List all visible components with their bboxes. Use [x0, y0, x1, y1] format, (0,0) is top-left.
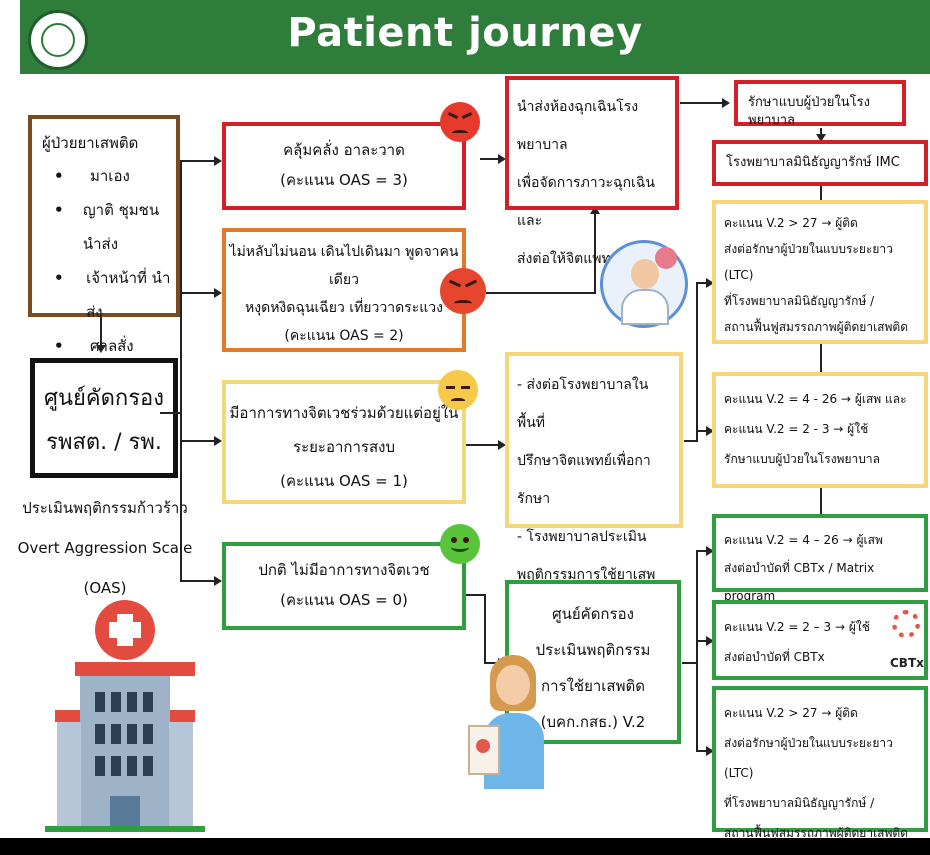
- arrow-right-icon: [706, 636, 714, 646]
- connector-line: [180, 440, 220, 442]
- arrow-right-icon: [214, 156, 222, 166]
- ltc-referral-box-2: คะแนน V.2 > 27 → ผู้ติด ส่งต่อรักษาผู้ป่…: [712, 686, 928, 840]
- connector-line: [180, 160, 220, 162]
- oas-level-2-box: ไม่หลับไม่นอน เดินไปเดินมา พูดจาคนเดียว …: [222, 228, 466, 352]
- hospital-illustration: [45, 600, 215, 832]
- arrow-right-icon: [214, 288, 222, 298]
- oas-assessment-label: ประเมินพฤติกรรมก้าวร้าว Overt Aggression…: [17, 499, 193, 597]
- connector-line: [180, 580, 220, 582]
- cbtx-logo: CBTx: [886, 608, 926, 674]
- arrow-right-icon: [722, 98, 730, 108]
- connector-line: [696, 750, 710, 752]
- connector-line: [100, 317, 102, 347]
- connector-line: [480, 158, 502, 160]
- connector-line: [180, 292, 220, 294]
- arrow-down-icon: [816, 134, 826, 142]
- list-item: •ญาติ ชุมชน นำส่ง: [54, 201, 160, 254]
- connector-line: [160, 412, 182, 414]
- connector-line: [820, 128, 822, 138]
- angry-face-icon: [440, 102, 480, 142]
- connector-line: [466, 444, 502, 446]
- doctor-illustration: [600, 240, 688, 328]
- connector-line: [680, 102, 726, 104]
- patients-box: ผู้ป่วยยาเสพติด •มาเอง •ญาติ ชุมชน นำส่ง…: [28, 115, 180, 355]
- arrow-down-icon: [96, 345, 106, 353]
- screening-center-line2: รพสต. / รพ.: [46, 430, 162, 455]
- arrow-right-icon: [706, 746, 714, 756]
- connector-line: [684, 440, 698, 442]
- connector-line: [696, 550, 698, 750]
- connector-line: [820, 488, 822, 514]
- local-hospital-referral-box: - ส่งต่อโรงพยาบาลในพื้นที่ ปรึกษาจิตแพทย…: [505, 352, 683, 621]
- arrow-right-icon: [706, 278, 714, 288]
- connector-line: [466, 594, 484, 596]
- ministry-logo: [28, 10, 88, 70]
- connector-line: [486, 292, 596, 294]
- arrow-right-icon: [214, 576, 222, 586]
- list-item: •เจ้าหน้าที่ นำส่ง: [54, 269, 171, 322]
- oas-level-0-box: ปกติ ไม่มีอาการทางจิตเวช (คะแนน OAS = 0): [222, 542, 466, 630]
- header-bar: [20, 0, 930, 74]
- arrow-right-icon: [706, 426, 714, 436]
- emergency-referral-box: นำส่งห้องฉุกเฉินโรงพยาบาล เพื่อจัดการภาว…: [505, 76, 679, 267]
- connector-line: [484, 662, 502, 664]
- arrow-right-icon: [214, 436, 222, 446]
- logo-emblem-icon: [41, 23, 75, 57]
- angry-face-icon: [440, 268, 486, 314]
- connector-line: [594, 212, 596, 294]
- patient-sources-list: •มาเอง •ญาติ ชุมชน นำส่ง •เจ้าหน้าที่ นำ…: [42, 159, 176, 363]
- connector-line: [696, 430, 710, 432]
- connector-line: [696, 640, 710, 642]
- cbtx-box: คะแนน V.2 = 2 – 3 → ผู้ใช้ ส่งต่อบำบัดที…: [712, 600, 928, 680]
- staff-illustration: [462, 655, 552, 790]
- connector-line: [484, 594, 486, 664]
- ltc-referral-box: คะแนน V.2 > 27 → ผู้ติด ส่งต่อรักษาผู้ป่…: [712, 200, 928, 344]
- patients-title: ผู้ป่วยยาเสพติด: [42, 134, 139, 152]
- connector-line: [180, 160, 182, 580]
- inpatient-treatment-box: รักษาแบบผู้ป่วยในโรงพยาบาล: [734, 80, 906, 128]
- oas-level-1-box: มีอาการทางจิตเวชร่วมด้วยแต่อยู่ใน ระยะอา…: [222, 380, 466, 504]
- screening-center-line1: ศูนย์คัดกรอง: [44, 386, 164, 411]
- connector-line: [820, 344, 822, 372]
- connector-line: [696, 282, 698, 442]
- happy-face-icon: [440, 524, 480, 564]
- arrow-up-icon: [590, 206, 600, 214]
- connector-line: [696, 550, 710, 552]
- oas-level-3-box: คลุ้มคลั่ง อาละวาด (คะแนน OAS = 3): [222, 122, 466, 210]
- cbtx-matrix-box: คะแนน V.2 = 4 – 26 → ผู้เสพ ส่งต่อบำบัดท…: [712, 514, 928, 603]
- arrow-right-icon: [706, 546, 714, 556]
- arrow-right-icon: [498, 154, 506, 164]
- sad-face-icon: [438, 370, 478, 410]
- bottom-bar: [0, 838, 930, 855]
- imc-hospital-box: โรงพยาบาลมินิธัญญารักษ์ IMC: [712, 140, 928, 186]
- user-abuser-inpatient-box: คะแนน V.2 = 4 - 26 → ผู้เสพ และ คะแนน V.…: [712, 372, 928, 488]
- arrow-right-icon: [498, 440, 506, 450]
- connector-line: [682, 662, 698, 664]
- connector-line: [696, 282, 710, 284]
- page-title: Patient journey: [287, 10, 643, 56]
- screening-center-box: ศูนย์คัดกรอง รพสต. / รพ.: [30, 358, 178, 478]
- list-item: •มาเอง: [54, 167, 130, 186]
- connector-line: [820, 186, 822, 200]
